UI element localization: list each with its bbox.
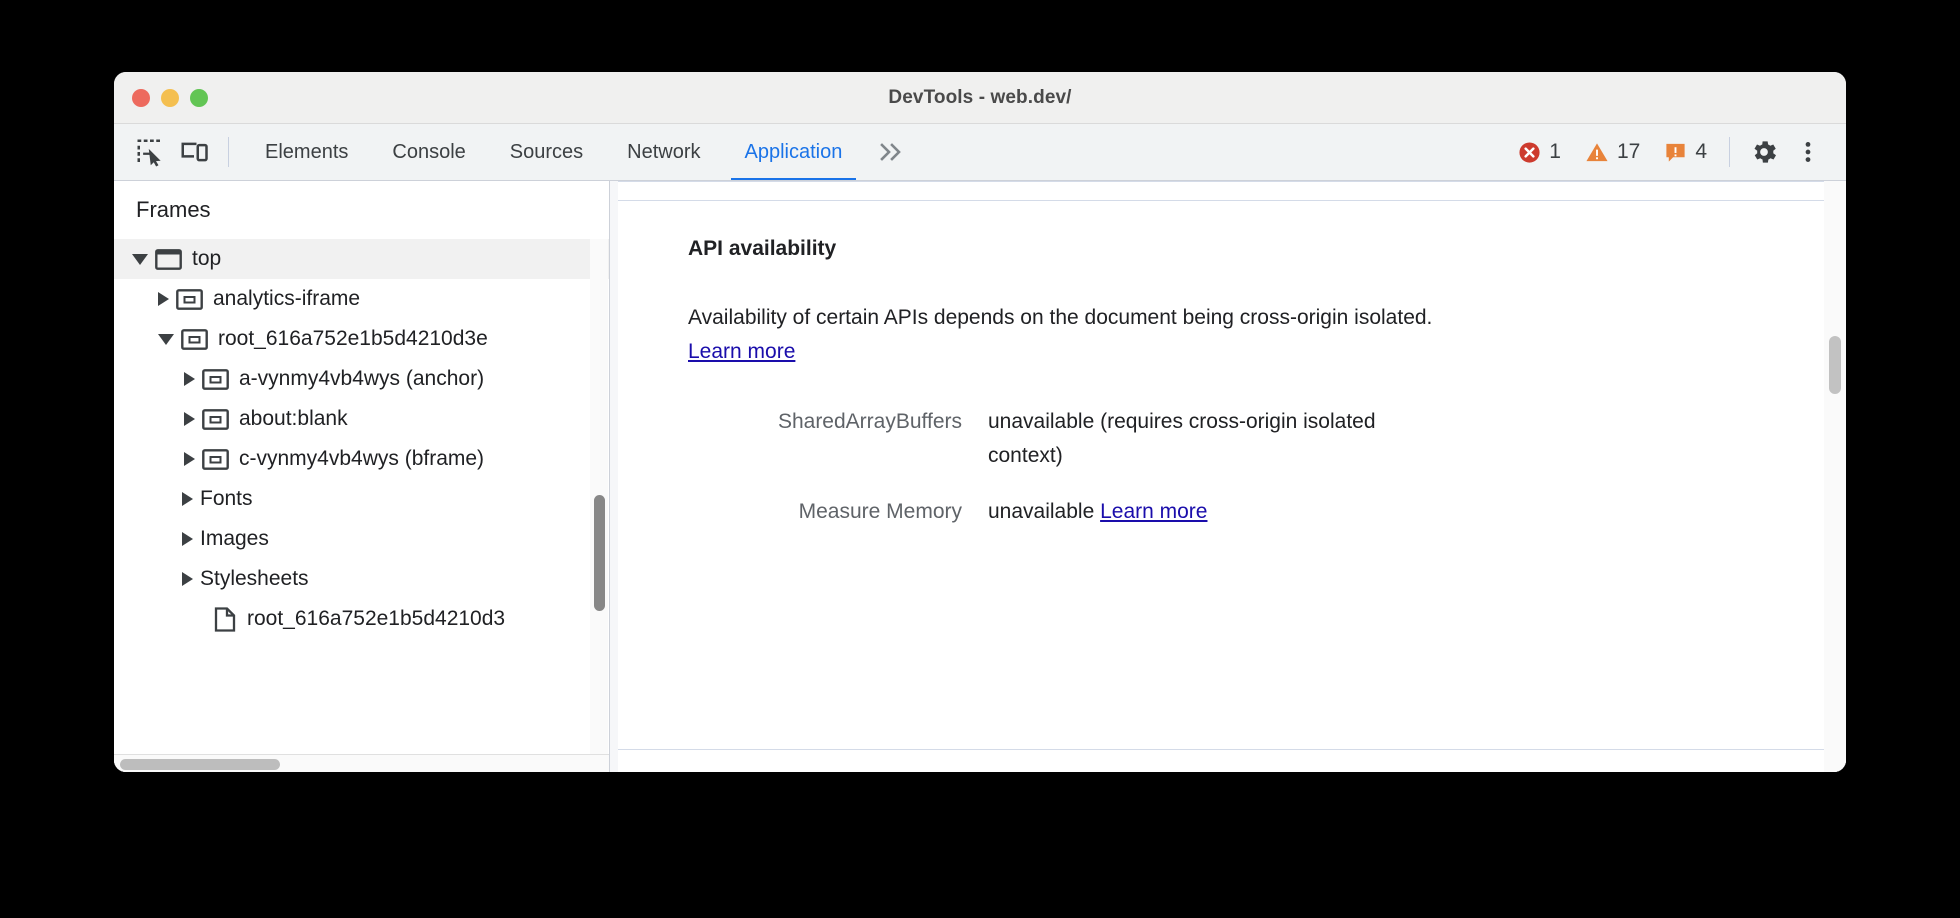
- iframe-icon: [181, 328, 208, 350]
- iframe-icon: [202, 368, 229, 390]
- frames-tree: top analytics-iframe: [114, 239, 609, 772]
- tree-item-root-frame[interactable]: root_616a752e1b5d4210d3e: [114, 319, 609, 359]
- tree-item-root-document[interactable]: root_616a752e1b5d4210d3: [114, 599, 609, 639]
- chevron-right-icon[interactable]: [182, 532, 193, 546]
- toolbar-divider-right: [1729, 137, 1730, 167]
- gear-icon[interactable]: [1742, 130, 1786, 174]
- iframe-icon: [202, 448, 229, 470]
- tree-item-anchor-frame[interactable]: a-vynmy4vb4wys (anchor): [114, 359, 609, 399]
- more-tabs-icon[interactable]: [864, 124, 920, 180]
- more-vertical-icon[interactable]: [1786, 130, 1830, 174]
- main-vertical-scrollbar[interactable]: [1824, 181, 1846, 772]
- tree-item-label: a-vynmy4vb4wys (anchor): [239, 367, 485, 390]
- tab-application[interactable]: Application: [723, 124, 865, 180]
- tree-item-label: Stylesheets: [200, 567, 309, 590]
- devtools-body: Frames top: [114, 181, 1846, 772]
- measure-memory-learn-more-link[interactable]: Learn more: [1100, 500, 1208, 524]
- tab-network[interactable]: Network: [605, 124, 722, 180]
- close-window-button[interactable]: [132, 88, 150, 107]
- chevron-down-icon[interactable]: [158, 333, 174, 345]
- tree-item-label: about:blank: [239, 407, 348, 430]
- tree-item-fonts[interactable]: Fonts: [114, 479, 609, 519]
- sidebar-header: Frames: [114, 181, 609, 239]
- warning-counter[interactable]: 17: [1573, 140, 1652, 164]
- minimize-window-button[interactable]: [161, 88, 179, 107]
- chevron-right-icon[interactable]: [158, 292, 169, 306]
- error-counter[interactable]: 1: [1506, 140, 1573, 164]
- inspect-element-icon[interactable]: [128, 130, 172, 174]
- device-toolbar-icon[interactable]: [172, 130, 216, 174]
- error-count: 1: [1549, 140, 1561, 163]
- tree-item-label: Images: [200, 527, 269, 550]
- api-availability-description: Availability of certain APIs depends on …: [688, 301, 1488, 369]
- tab-label: Network: [627, 140, 701, 163]
- frame-details-card: API availability Availability of certain…: [618, 181, 1824, 772]
- tab-label: Sources: [509, 140, 584, 163]
- chevron-right-icon[interactable]: [182, 492, 193, 506]
- issue-count: 4: [1695, 140, 1707, 163]
- tree-item-images[interactable]: Images: [114, 519, 609, 559]
- learn-more-link[interactable]: Learn more: [688, 340, 796, 364]
- tree-item-analytics-iframe[interactable]: analytics-iframe: [114, 279, 609, 319]
- tree-item-label: root_616a752e1b5d4210d3: [247, 607, 506, 630]
- frame-icon: [155, 248, 182, 270]
- application-main-panel: API availability Availability of certain…: [610, 181, 1846, 772]
- api-availability-heading: API availability: [688, 237, 837, 260]
- tab-label: Console: [392, 140, 466, 163]
- traffic-lights: [132, 88, 208, 107]
- frames-sidebar: Frames top: [114, 181, 610, 772]
- chevron-down-icon[interactable]: [132, 253, 148, 265]
- maximize-window-button[interactable]: [190, 88, 208, 107]
- description-text: Availability of certain APIs depends on …: [688, 306, 1433, 329]
- tree-item-top[interactable]: top: [114, 239, 609, 279]
- sidebar-horizontal-scroll-thumb[interactable]: [120, 759, 280, 770]
- tab-label: Elements: [265, 140, 349, 163]
- devtools-window: DevTools - web.dev/: [114, 72, 1846, 772]
- issue-counter[interactable]: 4: [1652, 140, 1719, 164]
- chevron-right-icon[interactable]: [184, 452, 195, 466]
- toolbar-divider: [228, 137, 229, 167]
- tree-item-label: root_616a752e1b5d4210d3e: [218, 327, 488, 350]
- api-row-value: unavailable (requires cross-origin isola…: [988, 410, 1376, 468]
- tree-item-label: c-vynmy4vb4wys (bframe): [239, 447, 485, 470]
- api-availability-section: API availability Availability of certain…: [618, 200, 1824, 750]
- api-row-label: Measure Memory: [798, 500, 962, 524]
- iframe-icon: [176, 288, 203, 310]
- chevron-right-icon[interactable]: [182, 572, 193, 586]
- tree-item-label: Fonts: [200, 487, 253, 510]
- iframe-icon: [202, 408, 229, 430]
- window-title: DevTools - web.dev/: [888, 86, 1072, 108]
- chevron-right-icon[interactable]: [184, 372, 195, 386]
- warning-icon: [1586, 142, 1608, 161]
- tree-item-bframe[interactable]: c-vynmy4vb4wys (bframe): [114, 439, 609, 479]
- tab-console[interactable]: Console: [370, 124, 487, 180]
- tree-item-label: analytics-iframe: [213, 287, 361, 310]
- api-row-sharedarraybuffers: SharedArrayBuffers unavailable (requires…: [688, 405, 1784, 473]
- issue-icon: [1666, 143, 1685, 162]
- api-row-measure-memory: Measure Memory unavailable Learn more: [688, 495, 1784, 529]
- api-row-value-text: unavailable: [988, 500, 1101, 524]
- document-icon: [214, 606, 237, 632]
- sidebar-vertical-scrollbar[interactable]: [590, 239, 608, 772]
- tree-item-about-blank[interactable]: about:blank: [114, 399, 609, 439]
- warning-count: 17: [1616, 140, 1641, 163]
- main-vertical-scroll-thumb[interactable]: [1829, 336, 1841, 394]
- sidebar-horizontal-scrollbar[interactable]: [114, 754, 609, 772]
- tab-sources[interactable]: Sources: [488, 124, 605, 180]
- sidebar-vertical-scroll-thumb[interactable]: [594, 495, 605, 611]
- tree-item-stylesheets[interactable]: Stylesheets: [114, 559, 609, 599]
- api-row-value: unavailable Learn more: [988, 495, 1207, 529]
- tab-elements[interactable]: Elements: [243, 124, 370, 180]
- error-icon: [1519, 141, 1540, 163]
- issue-counters: 1 17 4: [1506, 140, 1719, 164]
- tab-label: Application: [744, 140, 843, 163]
- window-titlebar: DevTools - web.dev/: [114, 72, 1846, 124]
- chevron-right-icon[interactable]: [184, 412, 195, 426]
- tree-item-label: top: [192, 247, 222, 270]
- api-row-label: SharedArrayBuffers: [777, 410, 962, 434]
- devtools-toolbar: Elements Console Sources Network Applica…: [114, 124, 1846, 181]
- panel-tabs: Elements Console Sources Network Applica…: [243, 124, 920, 180]
